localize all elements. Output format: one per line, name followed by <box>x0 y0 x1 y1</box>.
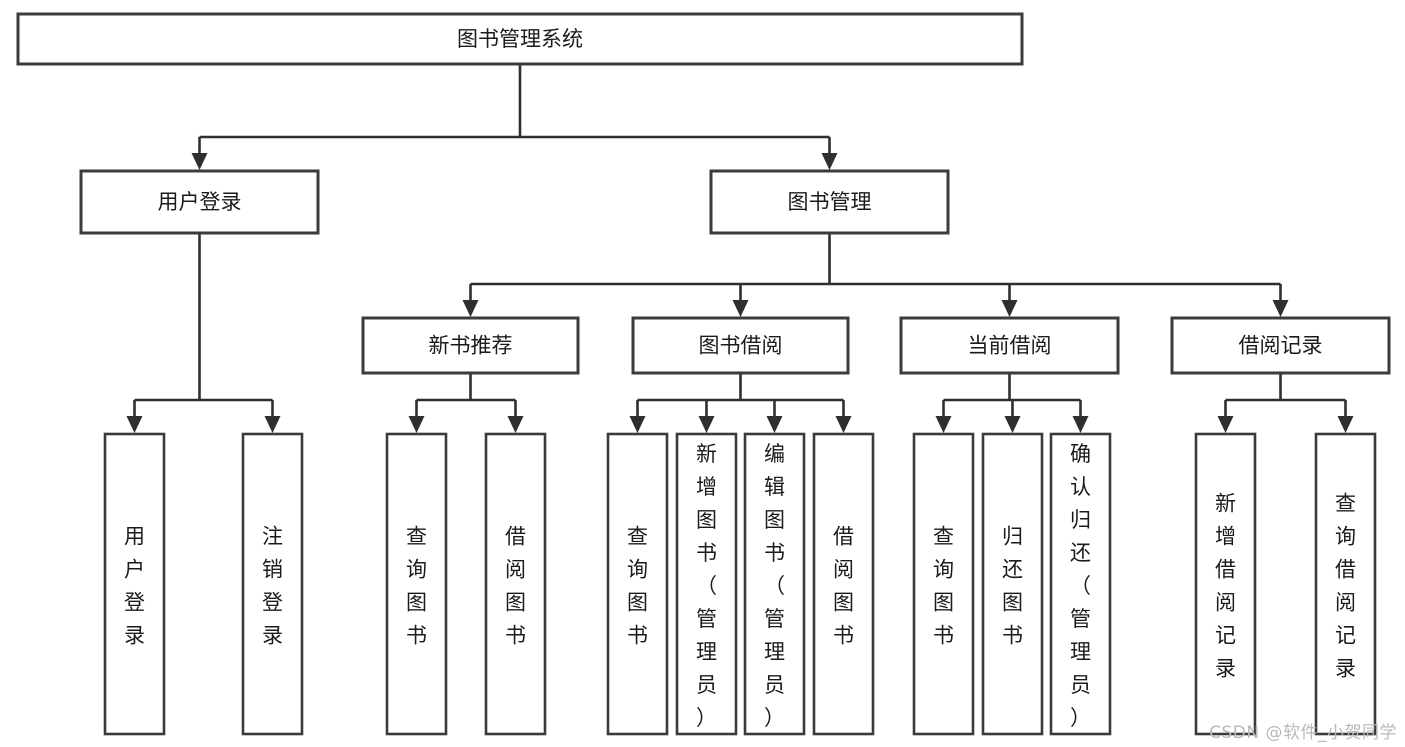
node-current-borrow[interactable]: 当前借阅 <box>899 316 1120 375</box>
arrow-head <box>821 153 838 170</box>
node-box[interactable] <box>912 432 975 736</box>
arrow-head <box>698 416 715 433</box>
arrow-head <box>835 416 852 433</box>
node-borrow-record[interactable]: 借阅记录 <box>1170 316 1391 375</box>
node-leaf-add-book[interactable]: 新增图书（管理员） <box>675 432 738 736</box>
node-leaf-user-login[interactable]: 用户登录 <box>103 432 166 736</box>
arrow-head <box>1072 416 1089 433</box>
node-leaf-return-book[interactable]: 归还图书 <box>981 432 1044 736</box>
arrow-head <box>264 416 281 433</box>
arrow-head <box>507 416 524 433</box>
node-label: 图书管理 <box>788 190 872 214</box>
arrow-head <box>1001 300 1018 317</box>
node-box[interactable] <box>1194 432 1257 736</box>
node-box[interactable] <box>79 169 320 235</box>
node-leaf-add-record[interactable]: 新增借阅记录 <box>1194 432 1257 736</box>
node-label: 当前借阅 <box>968 334 1052 358</box>
arrow-head <box>732 300 749 317</box>
node-label: 用户登录 <box>124 525 145 648</box>
node-leaf-edit-book[interactable]: 编辑图书（管理员） <box>743 432 806 736</box>
node-leaf-query-record[interactable]: 查询借阅记录 <box>1314 432 1377 736</box>
arrow-head <box>462 300 479 317</box>
node-box[interactable] <box>1170 316 1391 375</box>
node-leaf-query-book-cur[interactable]: 查询图书 <box>912 432 975 736</box>
node-box[interactable] <box>981 432 1044 736</box>
node-box[interactable] <box>385 432 448 736</box>
arrow-head <box>1337 416 1354 433</box>
arrow-head <box>1272 300 1289 317</box>
node-box[interactable] <box>1314 432 1377 736</box>
node-label: 归还图书 <box>1002 525 1023 648</box>
node-label: 新增图书（管理员） <box>696 442 717 730</box>
arrow-head <box>191 153 208 170</box>
arrow-head <box>408 416 425 433</box>
arrow-head <box>126 416 143 433</box>
node-label: 借阅图书 <box>505 525 526 648</box>
node-label: 借阅图书 <box>833 525 854 648</box>
node-box[interactable] <box>16 12 1024 66</box>
node-box[interactable] <box>241 432 304 736</box>
node-label: 新增借阅记录 <box>1215 492 1236 681</box>
node-label: 查询借阅记录 <box>1335 492 1356 681</box>
node-leaf-user-logout[interactable]: 注销登录 <box>241 432 304 736</box>
node-box[interactable] <box>361 316 580 375</box>
node-leaf-confirm-return[interactable]: 确认归还（管理员） <box>1049 432 1112 736</box>
node-box[interactable] <box>899 316 1120 375</box>
edge-group <box>462 233 1289 317</box>
node-book-borrow[interactable]: 图书借阅 <box>631 316 850 375</box>
node-box[interactable] <box>103 432 166 736</box>
node-label: 编辑图书（管理员） <box>764 442 785 730</box>
node-label: 查询图书 <box>627 525 648 648</box>
node-user-login[interactable]: 用户登录 <box>79 169 320 235</box>
node-leaf-borrow-book-rec[interactable]: 借阅图书 <box>484 432 547 736</box>
arrow-head <box>935 416 952 433</box>
node-label: 查询图书 <box>406 525 427 648</box>
node-label: 用户登录 <box>158 190 242 214</box>
node-box[interactable] <box>743 432 806 736</box>
node-label: 注销登录 <box>262 525 283 648</box>
arrow-head <box>629 416 646 433</box>
node-label: 新书推荐 <box>429 334 513 358</box>
edges-layer <box>126 64 1354 433</box>
edge-group <box>1217 373 1354 433</box>
node-box[interactable] <box>675 432 738 736</box>
node-leaf-borrow-book[interactable]: 借阅图书 <box>812 432 875 736</box>
node-label: 借阅记录 <box>1239 334 1323 358</box>
node-box[interactable] <box>631 316 850 375</box>
node-label: 图书管理系统 <box>457 27 583 51</box>
edge-group <box>935 373 1089 433</box>
nodes-layer: 图书管理系统用户登录图书管理新书推荐图书借阅当前借阅借阅记录用户登录注销登录查询… <box>16 12 1391 736</box>
node-root[interactable]: 图书管理系统 <box>16 12 1024 66</box>
node-box[interactable] <box>1049 432 1112 736</box>
edge-group <box>191 64 838 170</box>
node-label: 图书借阅 <box>699 334 783 358</box>
arrow-head <box>766 416 783 433</box>
node-leaf-query-book-rec[interactable]: 查询图书 <box>385 432 448 736</box>
node-box[interactable] <box>812 432 875 736</box>
node-box[interactable] <box>484 432 547 736</box>
edge-group <box>408 373 524 433</box>
node-leaf-query-book[interactable]: 查询图书 <box>606 432 669 736</box>
node-new-book-rec[interactable]: 新书推荐 <box>361 316 580 375</box>
edge-group <box>126 233 281 433</box>
arrow-head <box>1004 416 1021 433</box>
arrow-head <box>1217 416 1234 433</box>
node-label: 确认归还（管理员） <box>1070 442 1091 730</box>
node-box[interactable] <box>709 169 950 235</box>
node-box[interactable] <box>606 432 669 736</box>
node-book-manage[interactable]: 图书管理 <box>709 169 950 235</box>
node-label: 查询图书 <box>933 525 954 648</box>
edge-group <box>629 373 852 433</box>
